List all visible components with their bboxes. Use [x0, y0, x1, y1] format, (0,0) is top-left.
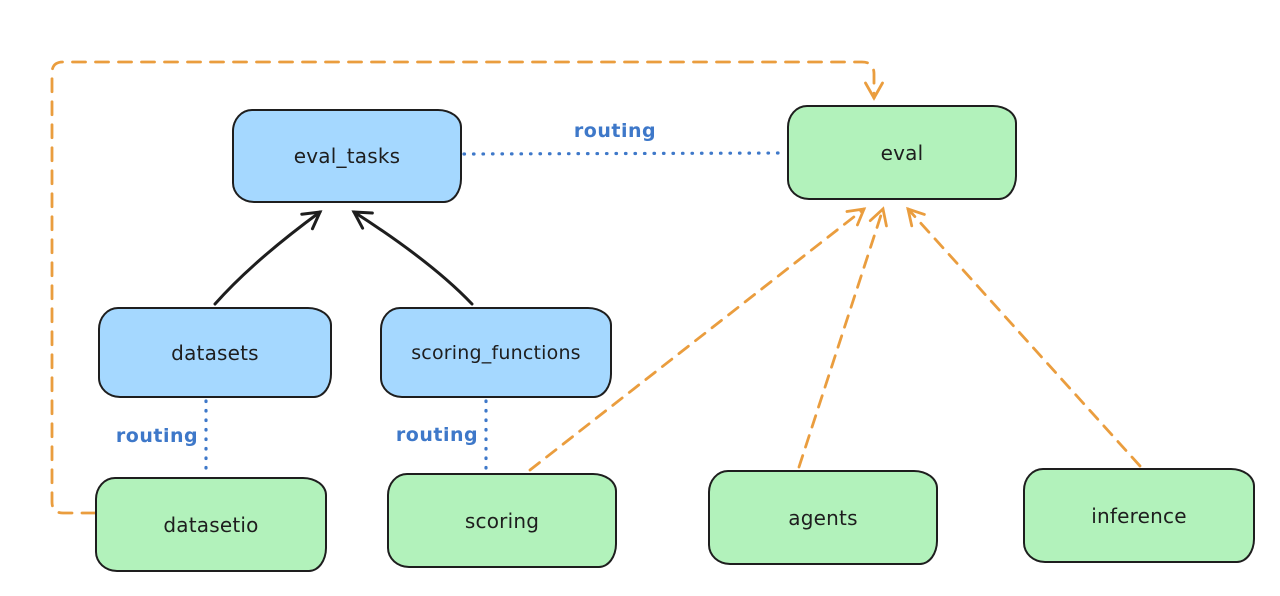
node-agents-label: agents	[788, 505, 858, 530]
node-inference: inference	[1023, 468, 1255, 563]
node-datasetio: datasetio	[95, 477, 327, 572]
edge-inference-to-eval	[906, 206, 1142, 468]
node-eval: eval	[787, 105, 1017, 200]
edge-agents-to-eval	[797, 206, 888, 469]
edge-scoring-to-eval	[528, 207, 867, 472]
edge-datasets-to-eval-tasks	[213, 210, 323, 306]
edge-scoring-functions-to-eval-tasks	[351, 210, 474, 306]
node-scoring-label: scoring	[464, 508, 540, 533]
node-agents: agents	[708, 470, 938, 565]
node-datasets-label: datasets	[171, 340, 259, 365]
node-eval-tasks: eval_tasks	[232, 109, 462, 203]
edge-label-routing-eval-tasks-eval: routing	[573, 120, 657, 142]
edge-datasetio-to-eval	[50, 60, 884, 515]
node-datasets: datasets	[98, 307, 332, 398]
node-eval-label: eval	[880, 140, 924, 165]
node-datasetio-label: datasetio	[163, 512, 259, 537]
node-eval-tasks-label: eval_tasks	[293, 144, 401, 168]
node-scoring-functions-label: scoring_functions	[411, 341, 581, 364]
node-scoring-functions: scoring_functions	[380, 307, 612, 398]
edge-label-routing-scoring-functions-scoring: routing	[395, 424, 479, 446]
edge-eval-tasks-to-eval-routing	[462, 151, 788, 156]
node-scoring: scoring	[387, 473, 617, 568]
edge-label-routing-datasets-datasetio: routing	[115, 425, 199, 447]
node-inference-label: inference	[1091, 503, 1187, 528]
